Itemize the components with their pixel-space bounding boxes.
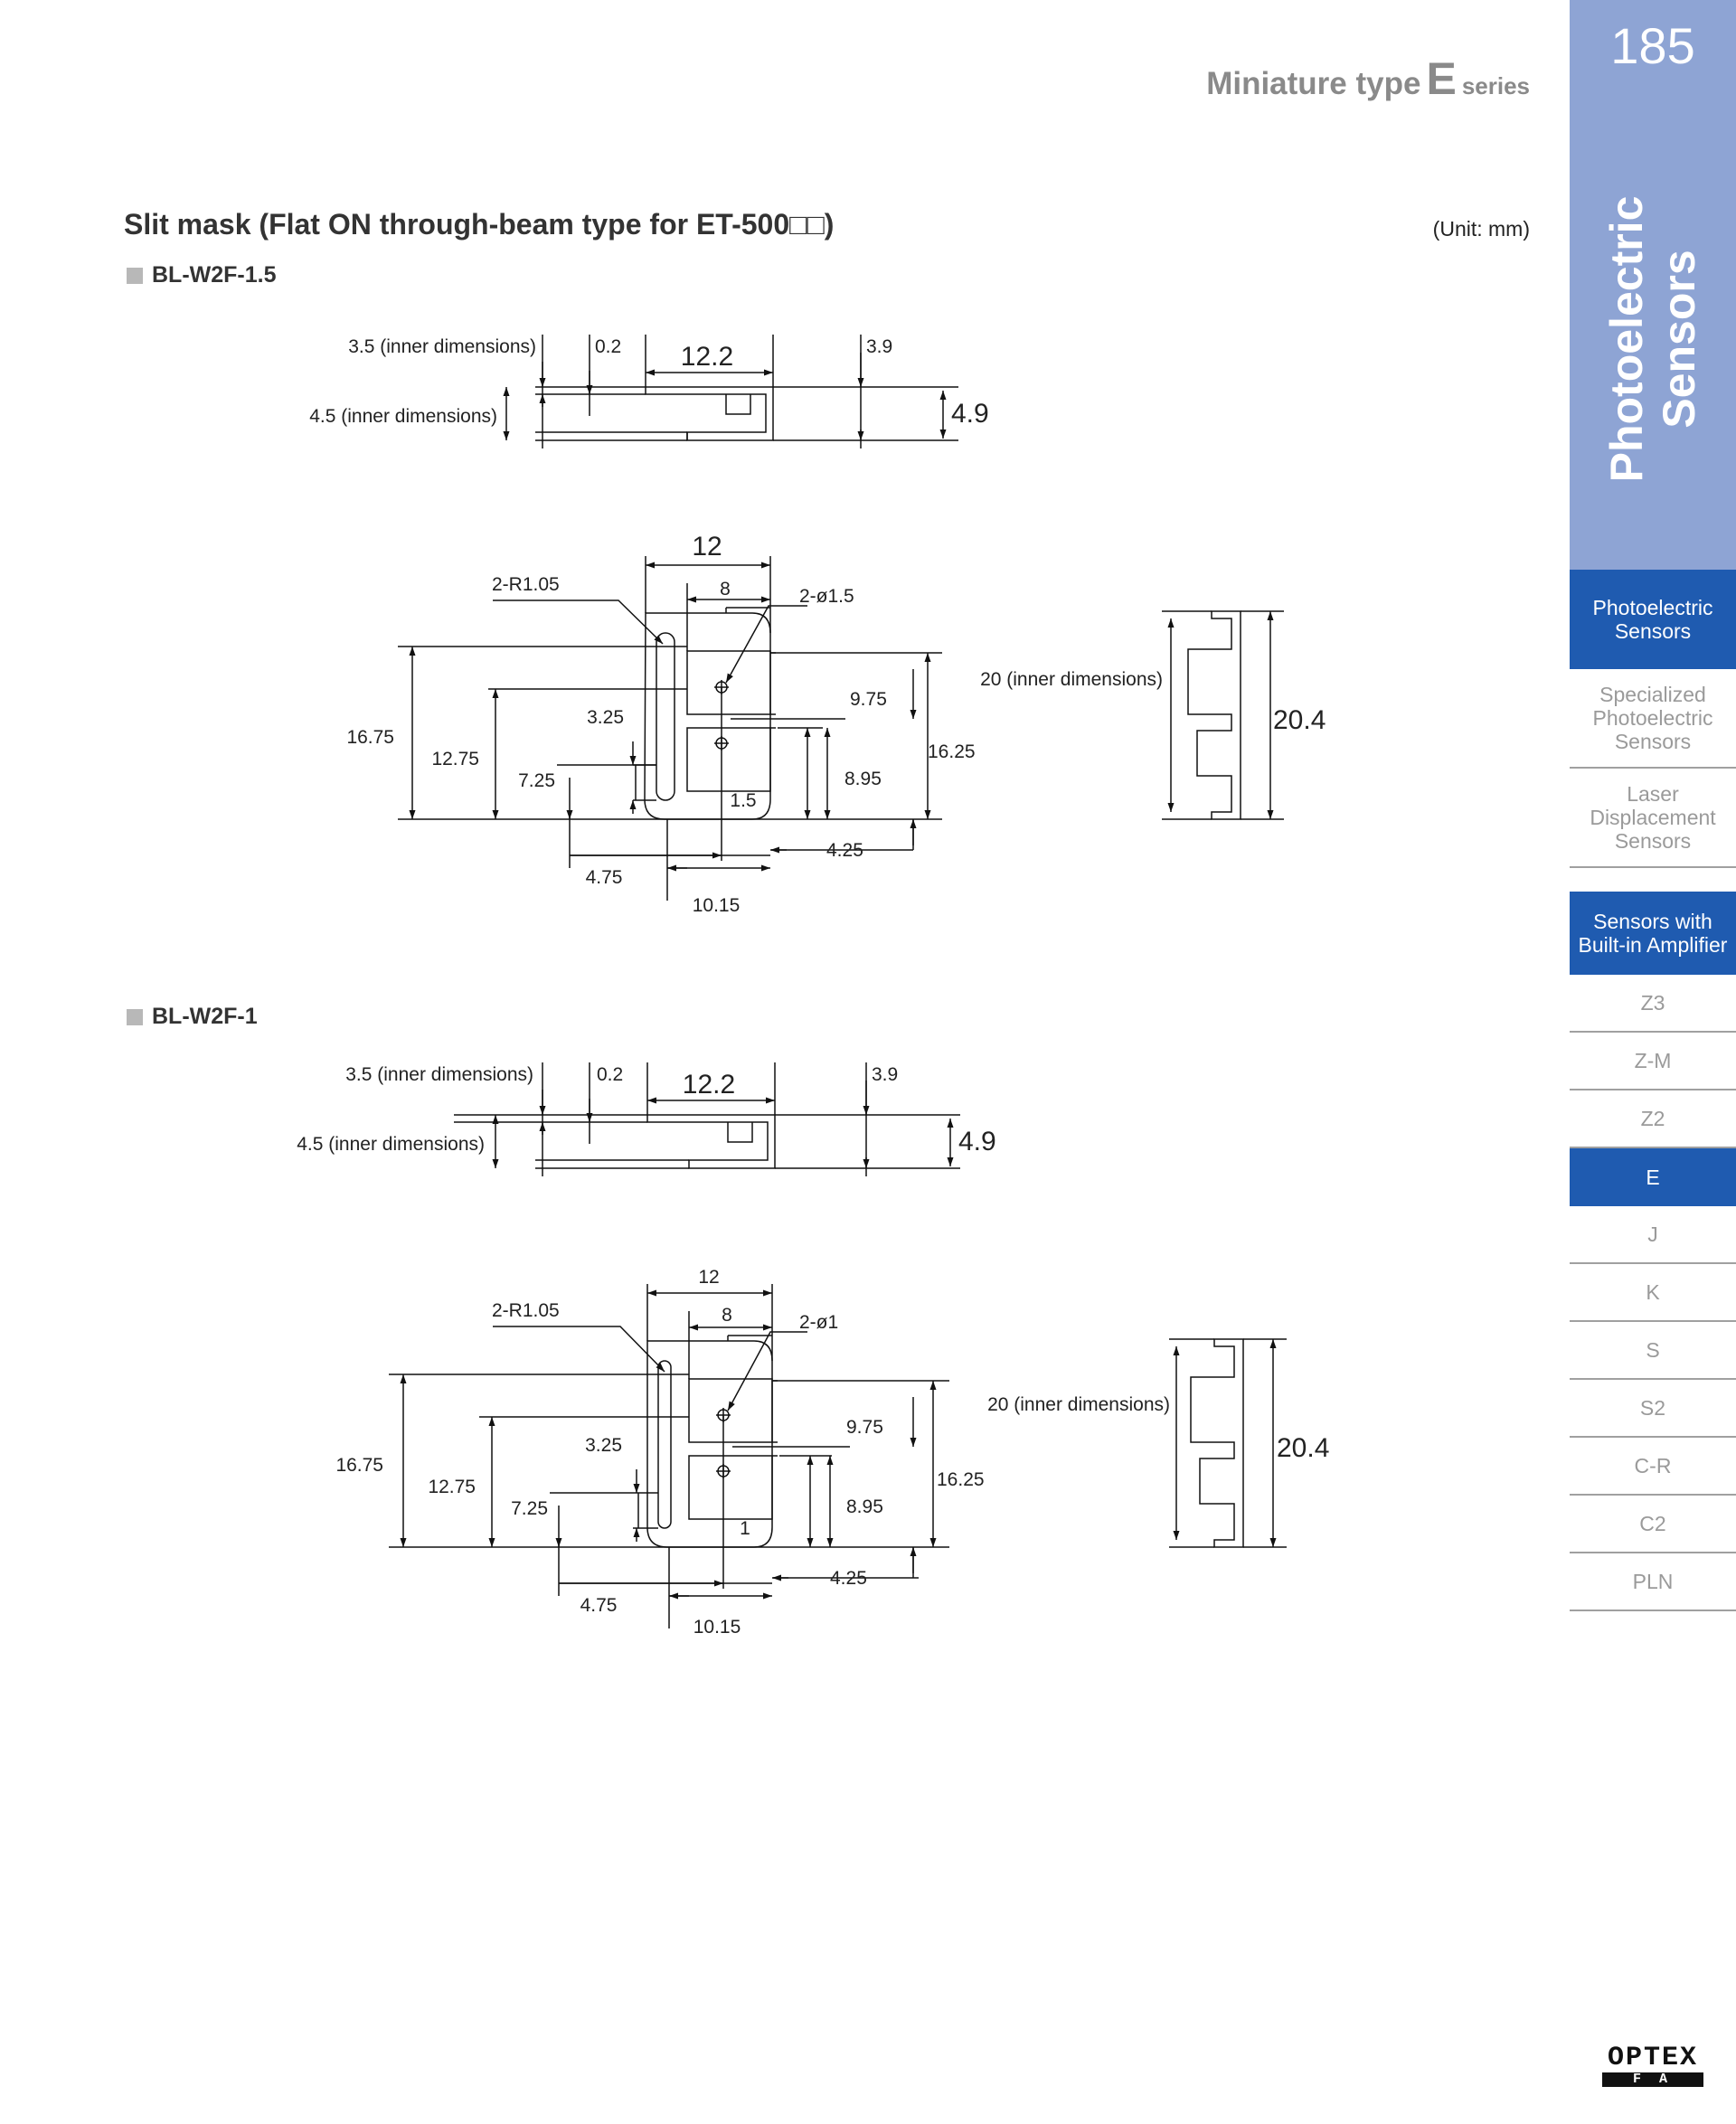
dim-8-95: 8.95 [846,1496,883,1517]
dim-thickness: 0.2 [597,1064,623,1085]
model-name-2: BL-W2F-1 [152,1004,258,1029]
dim-4-75: 4.75 [580,1595,618,1616]
section-title: Slit mask (Flat ON through-beam type for… [124,208,835,241]
sidebar-category-title: Photoelectric Sensors [1600,196,1705,483]
bullet-square [127,1008,143,1025]
sidebar-item-j[interactable]: J [1570,1206,1736,1264]
dim-3-9: 3.9 [866,336,892,357]
model-label-1: BL-W2F-1.5 [127,262,277,288]
dim-inner-4-5: 4.5 (inner dimensions) [309,406,497,427]
sidebar-item-c2[interactable]: C2 [1570,1496,1736,1553]
sidebar-item-s2[interactable]: S2 [1570,1380,1736,1438]
drawing-bl-w2f-1-5: 3.5 (inner dimensions) 0.2 12.2 3.9 4.5 … [309,335,1326,916]
sidebar-header-block: 185 Photoelectric Sensors [1570,0,1736,570]
dim-3-25: 3.25 [587,707,624,728]
front-view-2 [389,1284,949,1628]
optex-fa-logo: OPTEX FA [1602,2043,1703,2089]
dim-width-8: 8 [722,1305,732,1326]
dim-7-25: 7.25 [518,770,555,791]
sidebar-item-z-m[interactable]: Z-M [1570,1033,1736,1090]
dim-3-9: 3.9 [872,1064,898,1085]
dim-12-75: 12.75 [431,749,479,769]
dim-hole: 2-ø1.5 [799,586,854,607]
dim-height-4-9: 4.9 [958,1127,996,1156]
sidebar-item-z3[interactable]: Z3 [1570,975,1736,1033]
dim-width-8: 8 [720,579,731,599]
end-view-2 [1169,1338,1287,1548]
dim-radius: 2-R1.05 [492,574,560,595]
series-letter: E [1426,53,1457,104]
dim-width-12: 12 [692,532,722,562]
dim-height-4-9: 4.9 [951,399,989,429]
sidebar-item-z2[interactable]: Z2 [1570,1090,1736,1148]
model-label-2: BL-W2F-1 [127,1004,258,1030]
dim-hole: 2-ø1 [799,1312,838,1333]
logo-bottom-text: FA [1602,2072,1703,2087]
sidebar-category-line2: Sensors [1654,250,1704,429]
sidebar-item-laser-displacement[interactable]: Laser Displacement Sensors [1570,769,1736,868]
dim-inner-3-5: 3.5 (inner dimensions) [345,1064,533,1085]
unit-label: (Unit: mm) [1432,217,1530,241]
sidebar: 185 Photoelectric Sensors Photoelectric … [1570,0,1736,2124]
dim-16-75: 16.75 [346,727,394,748]
sidebar-item-specialized-photoelectric[interactable]: Specialized Photoelectric Sensors [1570,669,1736,769]
series-suffix: series [1461,72,1530,99]
side-view-2 [454,1062,960,1176]
dim-4-25: 4.25 [830,1568,867,1589]
end-view-1 [1162,610,1284,820]
sidebar-category-line1: Photoelectric [1601,195,1652,483]
dim-inner-20: 20 (inner dimensions) [980,669,1163,690]
front-view-1 [398,556,942,901]
sidebar-item-k[interactable]: K [1570,1264,1736,1322]
dim-4-25: 4.25 [826,840,863,861]
dim-10-15: 10.15 [693,1617,741,1638]
sidebar-item-photoelectric-sensors[interactable]: Photoelectric Sensors [1570,570,1736,669]
dim-thickness: 0.2 [595,336,621,357]
dim-width-12: 12 [698,1267,719,1288]
dim-16-25: 16.25 [937,1469,985,1490]
model-name-1: BL-W2F-1.5 [152,262,277,288]
sidebar-item-s[interactable]: S [1570,1322,1736,1380]
dim-width-12-2: 12.2 [683,1070,735,1100]
sidebar-item-e[interactable]: E [1570,1148,1736,1206]
dim-radius: 2-R1.05 [492,1300,560,1321]
dim-slit: 1.5 [730,790,756,811]
dim-16-75: 16.75 [335,1455,383,1476]
dim-10-15: 10.15 [693,895,741,916]
dim-inner-20: 20 (inner dimensions) [987,1394,1170,1415]
dim-inner-3-5: 3.5 (inner dimensions) [348,336,536,357]
sidebar-item-c-r[interactable]: C-R [1570,1438,1736,1496]
drawing-bl-w2f-1: 3.5 (inner dimensions) 0.2 12.2 3.9 4.5 … [297,1062,1329,1638]
dim-9-75: 9.75 [850,689,887,710]
dim-7-25: 7.25 [511,1498,548,1519]
dim-9-75: 9.75 [846,1417,883,1438]
dim-3-25: 3.25 [585,1435,622,1456]
sidebar-item-built-in-amplifier[interactable]: Sensors with Built-in Amplifier [1570,892,1736,975]
sidebar-item-pln[interactable]: PLN [1570,1553,1736,1611]
dim-16-25: 16.25 [928,741,976,762]
dim-4-75: 4.75 [586,867,623,888]
logo-top-text: OPTEX [1607,2043,1698,2073]
bullet-square [127,267,143,284]
dim-inner-4-5: 4.5 (inner dimensions) [297,1134,485,1155]
series-prefix: Miniature type [1206,66,1421,101]
page-number: 185 [1610,17,1695,74]
side-view-1 [503,335,958,448]
dim-12-75: 12.75 [428,1477,476,1497]
dim-height-20-4: 20.4 [1273,705,1326,735]
dim-8-95: 8.95 [844,769,882,789]
dim-height-20-4: 20.4 [1277,1433,1329,1463]
dim-width-12-2: 12.2 [681,342,733,372]
dim-slit: 1 [740,1518,750,1539]
